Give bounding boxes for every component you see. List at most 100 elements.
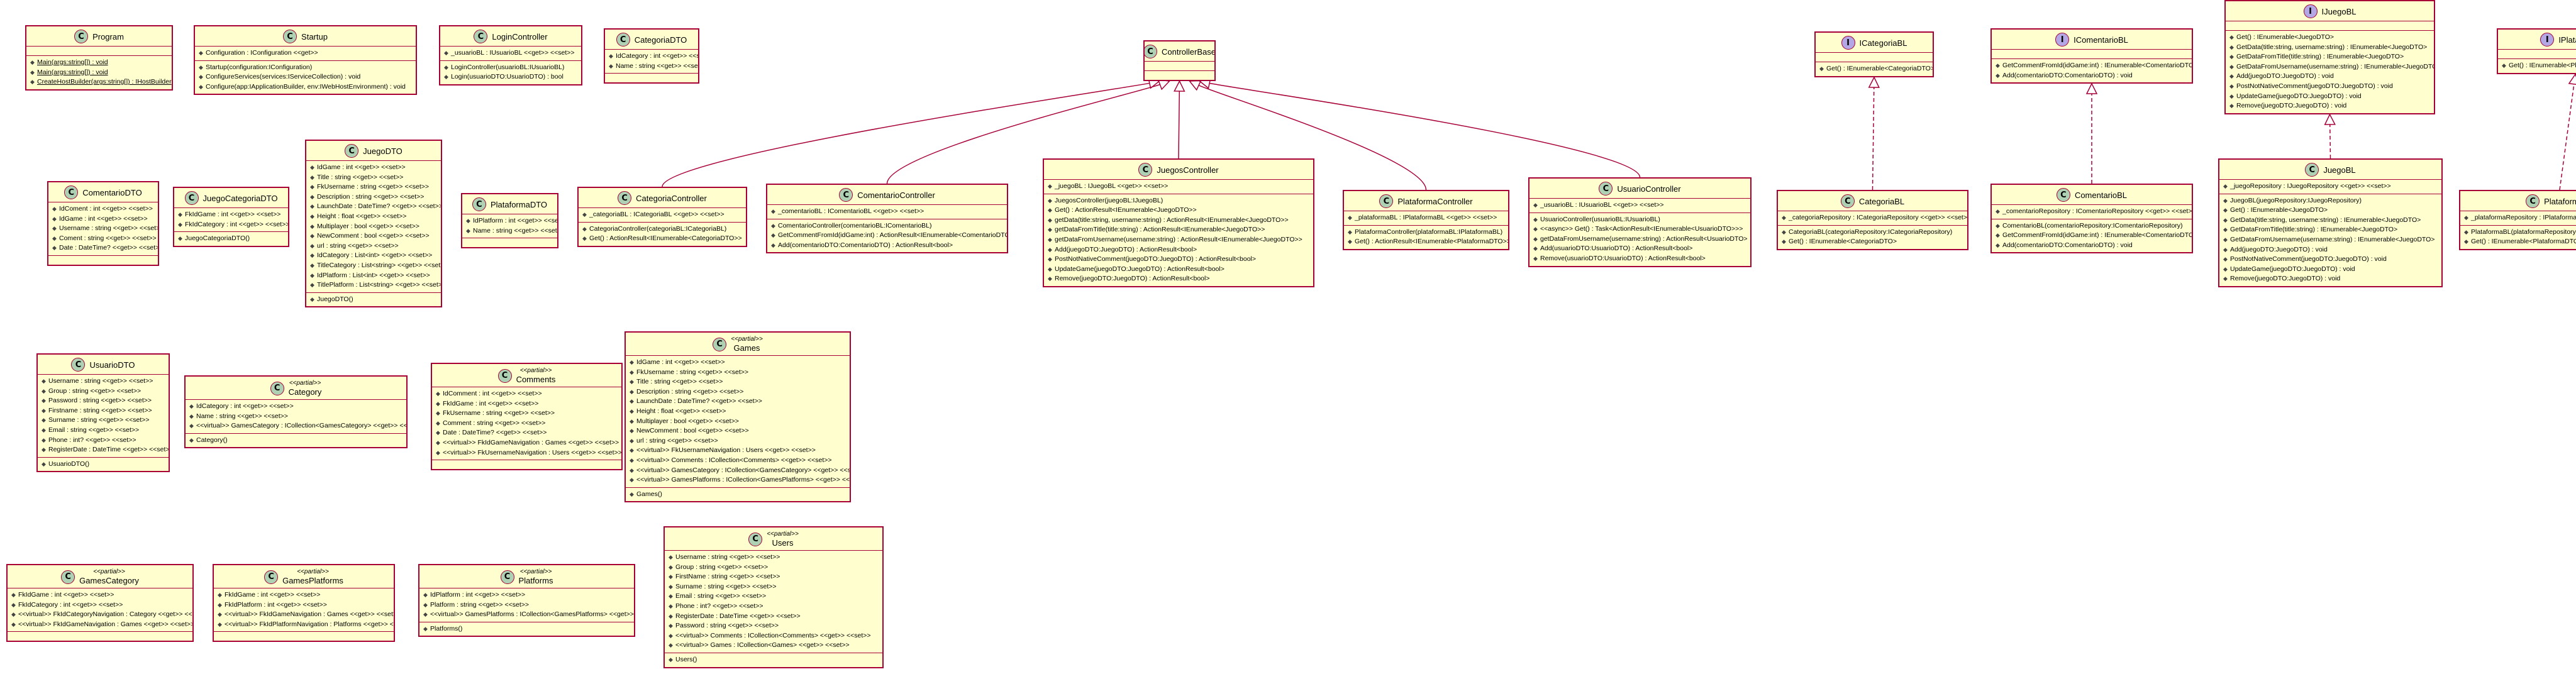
class-field: ◆Email : string <<get>> <<set>>	[42, 426, 165, 436]
class-method: ◆ComentarioController(comentarioBL:ICome…	[771, 221, 1003, 231]
class-field-text: Date : DateTime? <<get>> <<set>>	[443, 429, 547, 437]
class-field-text: Username : string <<get>> <<set>>	[59, 224, 159, 233]
class-field-text: NewComment : bool <<get>> <<set>>	[317, 232, 430, 240]
class-method: ◆Add(juegoDTO:JuegoDTO) : void	[2229, 72, 2430, 82]
class-method-text: Get() : IEnumerable<PlataformaDTO>	[2509, 62, 2576, 69]
class-method: ◆Startup(configuration:IConfiguration)	[199, 63, 412, 73]
class-method-text: Remove(juegoDTO:JuegoDTO) : ActionResult…	[1055, 275, 1210, 283]
class-method-text: PostNotNativeComment(juegoDTO:JuegoDTO) …	[1055, 255, 1257, 263]
class-method: ◆CreateHostBuilder(args:string[]) : IHos…	[30, 77, 172, 87]
visibility-icon: ◆	[1533, 202, 1538, 209]
class-field-text: IdComent : int <<get>> <<set>>	[59, 205, 153, 213]
class-header: C<<partial>>Games	[626, 333, 850, 355]
class-method-text: Remove(usuarioDTO:UsuarioDTO) : ActionRe…	[1540, 254, 1706, 262]
class-icon: C	[500, 570, 514, 584]
class-method: ◆GetData(title:string, username:string) …	[2229, 43, 2430, 53]
class-method: ◆Add(usuarioDTO:UsuarioDTO) : ActionResu…	[1533, 244, 1746, 254]
class-method: ◆Add(comentarioDTO:ComentarioDTO) : void	[1996, 71, 2188, 81]
visibility-icon: ◆	[1348, 239, 1352, 246]
class-method: ◆PostNotNativeComment(juegoDTO:JuegoDTO)…	[1048, 255, 1309, 265]
class-method: ◆GetCommentFromId(idGame:int) : ActionRe…	[771, 231, 1007, 241]
class-field: ◆<<virtual>> FkIdPlatformNavigation : Pl…	[218, 620, 394, 630]
class-method-text: Add(juegoDTO:JuegoDTO) : void	[2236, 72, 2334, 80]
visibility-icon: ◆	[630, 389, 634, 395]
class-field: ◆Username : string <<get>> <<set>>	[42, 377, 165, 387]
class-method: ◆GetDataFromTitle(title:string) : IEnume…	[2223, 225, 2438, 235]
class-field: ◆<<virtual>> FkIdGameNavigation : Games …	[11, 620, 192, 630]
class-field: ◆<<virtual>> Games : ICollection<Games> …	[669, 641, 879, 651]
class-method-text: Get() : IEnumerable<PlataformaDTO>	[2471, 238, 2576, 246]
visibility-icon: ◆	[669, 623, 673, 630]
class-plataformabl: CPlataformaBL◆_plataformaRepository : IP…	[2459, 190, 2576, 250]
visibility-icon: ◆	[310, 213, 314, 220]
visibility-icon: ◆	[42, 417, 46, 424]
class-method-text: CreateHostBuilder(args:string[]) : IHost…	[37, 78, 172, 86]
class-field: ◆IdGame : int <<get>> <<set>>	[630, 358, 846, 368]
class-header: IIPlataformaBL	[2498, 30, 2576, 49]
class-field-text: <<virtual>> GamesCategory : ICollection<…	[636, 466, 851, 474]
methods-section: ◆JuegosController(juegoBL:IJuegoBL)◆Get(…	[1044, 193, 1313, 286]
class-method: ◆Get() : IEnumerable<CategoriaDTO>	[1819, 64, 1933, 74]
class-method-text: Get() : IEnumerable<JuegoDTO>	[2236, 33, 2334, 41]
visibility-icon: ◆	[42, 388, 46, 395]
class-method: ◆GetCommentFromId(idGame:int) : IEnumera…	[1996, 61, 2192, 71]
class-method: ◆getDataFromTitle(title:string) : Action…	[1048, 225, 1309, 235]
class-field-text: NewComment : bool <<get>> <<set>>	[636, 427, 749, 435]
class-field-text: FkUsername : string <<get>> <<set>>	[636, 368, 749, 376]
class-field-text: IdCategory : int <<get>> <<set>>	[616, 52, 699, 60]
class-method: ◆JuegoCategoriaDTO()	[178, 234, 284, 244]
visibility-icon: ◆	[199, 64, 203, 71]
class-users: C<<partial>>Users◆Username : string <<ge…	[663, 526, 884, 668]
class-field-text: <<virtual>> FkUsernameNavigation : Users…	[636, 446, 816, 455]
class-name: IComentarioBL	[2074, 35, 2128, 45]
class-method-text: Main(args:string[]) : void	[37, 68, 108, 76]
visibility-icon: ◆	[310, 184, 314, 191]
visibility-icon: ◆	[630, 399, 634, 406]
visibility-icon: ◆	[609, 53, 613, 60]
class-field: ◆Title : string <<get>> <<set>>	[630, 377, 846, 387]
visibility-icon: ◆	[630, 467, 634, 474]
class-field: ◆<<virtual>> GamesPlatforms : ICollectio…	[423, 610, 634, 620]
class-method: ◆ComentarioBL(comentarioRepository:ICome…	[1996, 221, 2188, 231]
class-field: ◆Group : string <<get>> <<set>>	[669, 563, 879, 573]
class-field-text: Phone : int? <<get>> <<set>>	[48, 436, 136, 444]
visibility-icon: ◆	[1533, 236, 1538, 243]
class-method: ◆Configure(app:IApplicationBuilder, env:…	[199, 82, 412, 92]
class-field-text: <<virtual>> Comments : ICollection<Comme…	[675, 631, 871, 639]
class-field: ◆FkIdCategory : int <<get>> <<set>>	[178, 220, 288, 230]
class-name: PlataformaBL	[2544, 196, 2576, 206]
visibility-icon: ◆	[30, 60, 35, 66]
class-field-text: Date : DateTime? <<get>> <<set>>	[59, 244, 159, 252]
class-name: JuegoCategoriaDTO	[203, 193, 278, 203]
class-method-text: Add(usuarioDTO:UsuarioDTO) : ActionResul…	[1540, 245, 1693, 253]
class-method-text: Remove(juegoDTO:JuegoDTO) : void	[2230, 275, 2341, 283]
class-method-text: Get() : IEnumerable<CategoriaDTO>	[1789, 238, 1897, 246]
visibility-icon: ◆	[1048, 246, 1052, 253]
class-method: ◆Remove(juegoDTO:JuegoDTO) : void	[2223, 274, 2438, 284]
class-field: ◆<<virtual>> FkIdGameNavigation : Games …	[218, 610, 394, 620]
visibility-icon: ◆	[310, 282, 314, 289]
visibility-icon: ◆	[52, 216, 57, 223]
visibility-icon: ◆	[52, 235, 57, 242]
class-icon: C	[1379, 194, 1394, 208]
fields-section: ◆IdCategory : int <<get>> <<set>>◆Name :…	[605, 49, 698, 73]
class-field-text: Group : string <<get>> <<set>>	[675, 563, 769, 571]
visibility-icon: ◆	[1348, 215, 1352, 221]
class-field-text: Email : string <<get>> <<set>>	[48, 426, 140, 434]
class-name: ComentarioController	[857, 190, 935, 200]
class-name: ComentarioDTO	[82, 187, 142, 197]
class-method-text: GetDataFromTitle(title:string) : IEnumer…	[2230, 226, 2398, 234]
class-icon: C	[71, 358, 86, 372]
visibility-icon: ◆	[42, 407, 46, 414]
visibility-icon: ◆	[1996, 63, 2000, 69]
class-field-text: <<virtual>> GamesPlatforms : ICollection…	[636, 476, 851, 484]
class-icon: C	[184, 191, 199, 205]
class-method-text: PostNotNativeComment(juegoDTO:JuegoDTO) …	[2230, 255, 2387, 263]
